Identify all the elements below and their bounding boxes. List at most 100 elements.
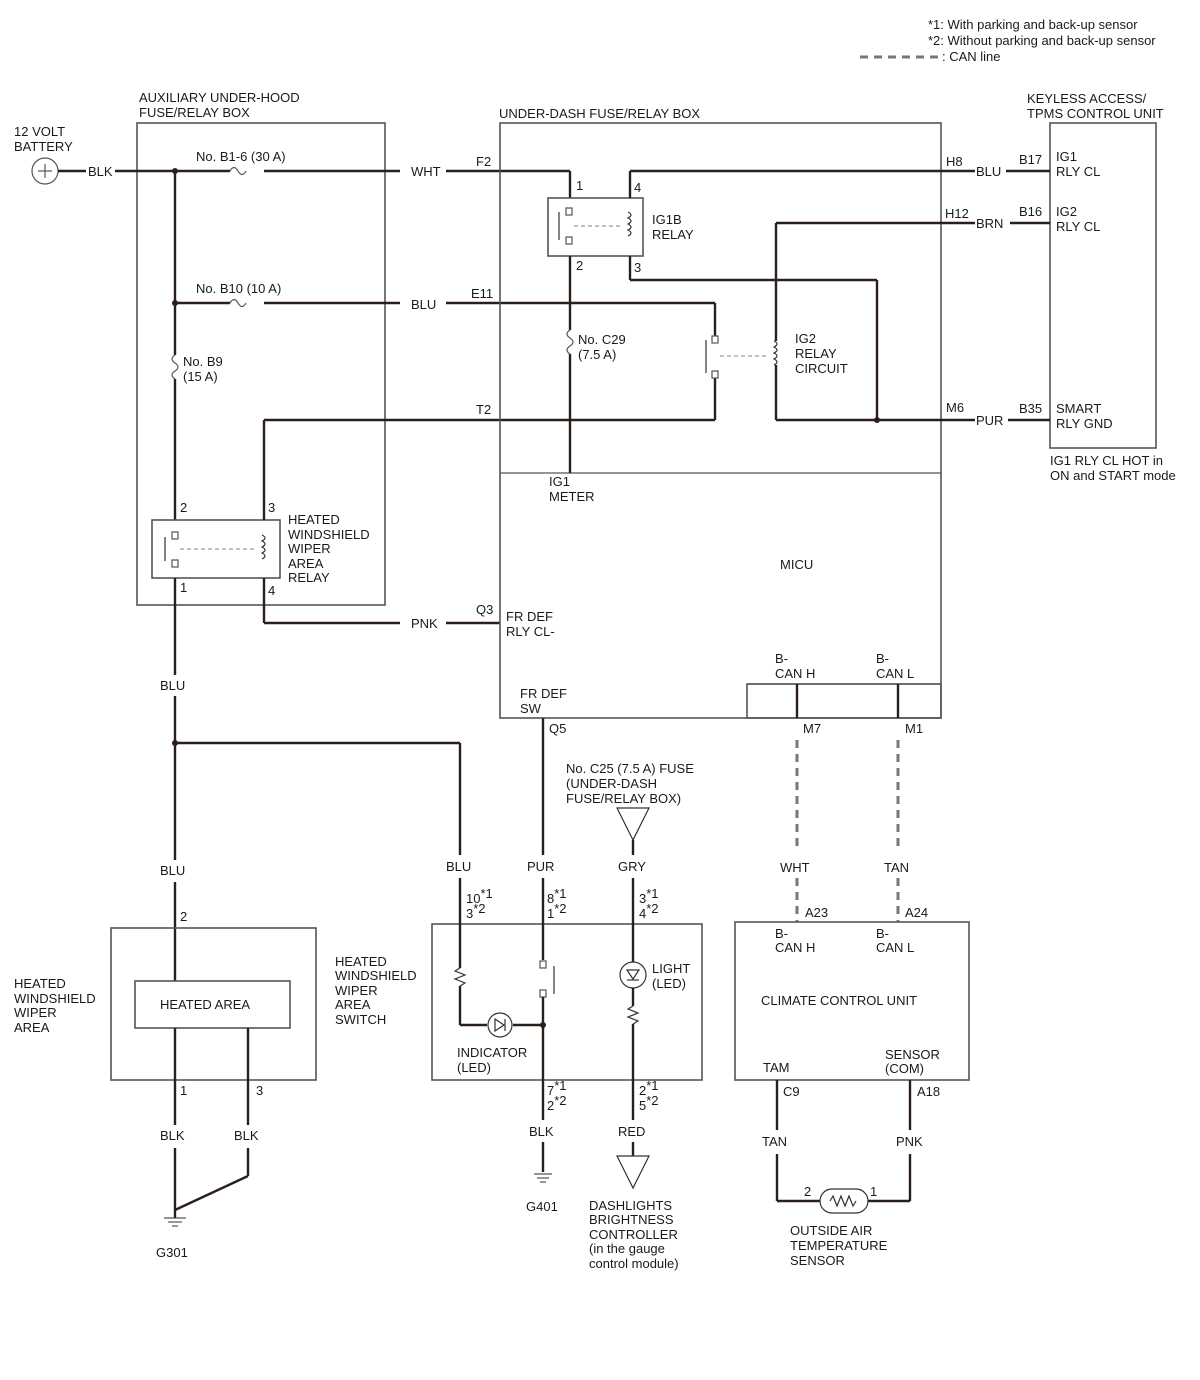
fuse-b1-6-label: No. B1-6 (30 A) bbox=[196, 149, 286, 164]
fuse-c25-label-1: No. C25 (7.5 A) FUSE bbox=[566, 761, 694, 776]
indicator-label-2: (LED) bbox=[457, 1060, 491, 1075]
light-label-1: LIGHT bbox=[652, 961, 690, 976]
switch-label-3: WIPER bbox=[335, 983, 378, 998]
heated-relay-label-3: WIPER bbox=[288, 541, 331, 556]
heated-area-label-2: WINDSHIELD bbox=[14, 991, 96, 1006]
fuse-c25-arrow-icon bbox=[616, 807, 650, 842]
fuse-b10-icon bbox=[229, 298, 247, 308]
heated-area-wire-2: BLK bbox=[234, 1128, 259, 1143]
ig1b-relay-box bbox=[547, 197, 644, 257]
switch-terminal bbox=[539, 960, 547, 969]
fuse-b9-icon bbox=[171, 354, 179, 380]
heated-area-label-3: WIPER bbox=[14, 1005, 57, 1020]
dashlights-label-5: control module) bbox=[589, 1256, 679, 1271]
aux-underhood-box: AUXILIARY UNDER-HOOD FUSE/RELAY BOX No. … bbox=[115, 90, 717, 675]
ig1b-terminal bbox=[565, 207, 573, 216]
keyless-note-1: IG1 RLY CL HOT in bbox=[1050, 453, 1163, 468]
heated-area-pin-1: 1 bbox=[180, 1083, 187, 1098]
fr-def-sw-label-1: FR DEF bbox=[520, 686, 567, 701]
ig2-coil-icon bbox=[772, 340, 778, 366]
light-label-2: (LED) bbox=[652, 976, 686, 991]
ig1-meter-label-2: METER bbox=[549, 489, 595, 504]
heated-relay-box bbox=[151, 519, 281, 579]
climate-bcan-h-1: B- bbox=[775, 926, 788, 941]
wire-gry-label: GRY bbox=[618, 859, 646, 874]
smart-rly-gnd-2: RLY GND bbox=[1056, 416, 1113, 431]
ig2-label-2: RELAY bbox=[795, 346, 837, 361]
heated-area-box bbox=[110, 927, 317, 1081]
pin-f2: F2 bbox=[476, 154, 491, 169]
pin-c9: C9 bbox=[783, 1084, 800, 1099]
oat-label-2: TEMPERATURE bbox=[790, 1238, 888, 1253]
dashlights-label-3: CONTROLLER bbox=[589, 1227, 678, 1242]
indicator-label-1: INDICATOR bbox=[457, 1045, 527, 1060]
pin-a24: A24 bbox=[905, 905, 928, 920]
underdash-box: UNDER-DASH FUSE/RELAY BOX F2 E11 T2 H8 H… bbox=[471, 106, 975, 736]
dash-box-title: UNDER-DASH FUSE/RELAY BOX bbox=[499, 106, 700, 121]
relay-terminal bbox=[171, 531, 179, 540]
ig1b-pin-1: 1 bbox=[576, 178, 583, 193]
micu-bcan-h-1: B- bbox=[775, 651, 788, 666]
wire-m6-color: PUR bbox=[976, 413, 1003, 428]
switch-red-wire-color: RED bbox=[618, 1124, 645, 1139]
smart-rly-gnd-1: SMART bbox=[1056, 401, 1101, 416]
legend: *1: With parking and back-up sensor *2: … bbox=[860, 17, 1156, 64]
dashlights-arrow-icon bbox=[616, 1155, 650, 1190]
wire-blu-label: BLU bbox=[411, 297, 436, 312]
ground-g301-label: G301 bbox=[156, 1245, 188, 1260]
sensor-pin-2: 2 bbox=[804, 1184, 811, 1199]
micu-bcan-l-2: CAN L bbox=[876, 666, 914, 681]
sensor-pin-1: 1 bbox=[870, 1184, 877, 1199]
bcan-connector-box bbox=[746, 683, 942, 719]
wire-blu-4-label: BLU bbox=[446, 859, 471, 874]
relay-coil-icon bbox=[260, 534, 266, 560]
fuse-b9-label-2: (15 A) bbox=[183, 369, 218, 384]
ig2-terminal bbox=[711, 335, 719, 344]
heated-area-switch: HEATED WINDSHIELD WIPER AREA SWITCH BLU … bbox=[335, 718, 703, 1271]
wire-blu-3-label: BLU bbox=[160, 863, 185, 878]
fr-def-rly-label-1: FR DEF bbox=[506, 609, 553, 624]
switch-label-1: HEATED bbox=[335, 954, 387, 969]
oat-label-1: OUTSIDE AIR bbox=[790, 1223, 872, 1238]
pin-h12: H12 bbox=[945, 206, 969, 221]
ig1b-coil-icon bbox=[626, 211, 632, 237]
climate-bcan-h-2: CAN H bbox=[775, 940, 815, 955]
legend-note-1: *1: With parking and back-up sensor bbox=[928, 17, 1138, 32]
climate-tam: TAM bbox=[763, 1060, 789, 1075]
ig1b-label-1: IG1B bbox=[652, 212, 682, 227]
temperature-sensor-icon bbox=[819, 1188, 869, 1214]
ig2-label-3: CIRCUIT bbox=[795, 361, 848, 376]
aux-box-title-2: FUSE/RELAY BOX bbox=[139, 105, 250, 120]
climate-bcan-l-1: B- bbox=[876, 926, 889, 941]
fuse-c29-icon bbox=[566, 329, 574, 355]
ig1b-label-2: RELAY bbox=[652, 227, 694, 242]
heated-relay-pin-2: 2 bbox=[180, 500, 187, 515]
fuse-c29-label-1: No. C29 bbox=[578, 332, 626, 347]
battery-label-1: 12 VOLT bbox=[14, 124, 65, 139]
dashlights-label-4: (in the gauge bbox=[589, 1241, 665, 1256]
switch-pin-gnd-a: 7*1 bbox=[547, 1078, 567, 1098]
switch-resistor-icon bbox=[453, 967, 467, 987]
fr-def-rly-label-2: RLY CL- bbox=[506, 624, 555, 639]
light-led-diode bbox=[625, 969, 641, 981]
fuse-c25-label-3: FUSE/RELAY BOX) bbox=[566, 791, 681, 806]
climate-sensor-2: (COM) bbox=[885, 1061, 924, 1076]
switch-pin-red-b: 5*2 bbox=[639, 1093, 659, 1113]
heated-relay-label-1: HEATED bbox=[288, 512, 340, 527]
pin-b17: B17 bbox=[1019, 152, 1042, 167]
heated-area-label-4: AREA bbox=[14, 1020, 50, 1035]
wire-tan-label: TAN bbox=[762, 1134, 787, 1149]
pin-a18: A18 bbox=[917, 1084, 940, 1099]
battery-wire-color: BLK bbox=[88, 164, 113, 179]
switch-label-4: AREA bbox=[335, 997, 371, 1012]
micu-bcan-l-1: B- bbox=[876, 651, 889, 666]
fuse-b9-label-1: No. B9 bbox=[183, 354, 223, 369]
wire-pnk-label: PNK bbox=[411, 616, 438, 631]
climate-box-outline bbox=[734, 921, 970, 1081]
climate-title: CLIMATE CONTROL UNIT bbox=[761, 993, 917, 1008]
heated-area-chain: BLU BLU 2 HEATED WINDSHIELD WIPER AREA H… bbox=[14, 678, 462, 1260]
pin-q3: Q3 bbox=[476, 602, 493, 617]
fuse-c25-label-2: (UNDER-DASH bbox=[566, 776, 657, 791]
ig1-rly-cl-2: RLY CL bbox=[1056, 164, 1100, 179]
